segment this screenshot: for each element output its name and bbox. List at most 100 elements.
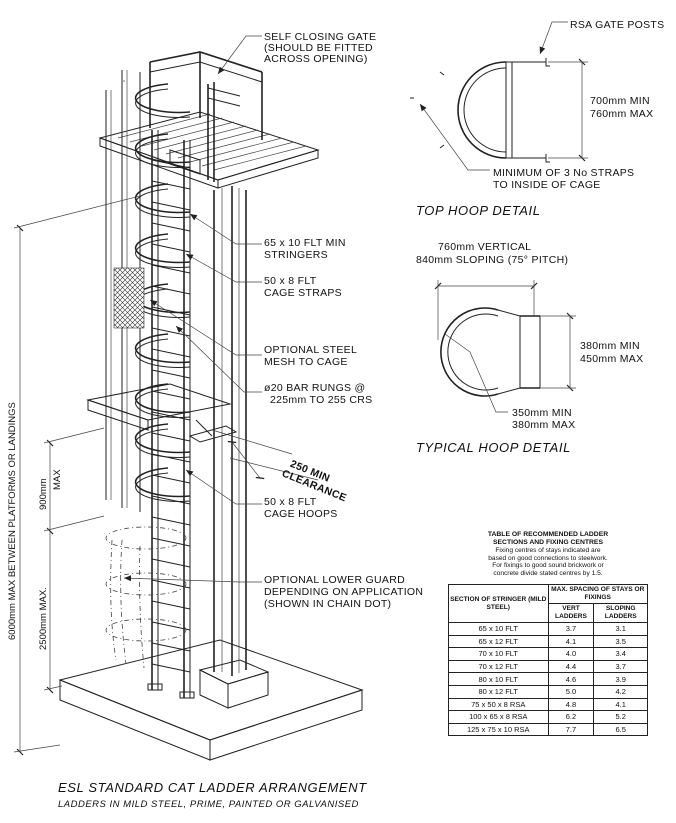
typical-hoop-detail xyxy=(434,280,576,413)
main-subtitle: LADDERS IN MILD STEEL, PRIME, PAINTED OR… xyxy=(58,799,359,810)
table-note-line3: For fixings to good sound brickwork or xyxy=(492,562,604,570)
cell-slope: 5.2 xyxy=(593,710,648,724)
dim-6000-label: 6000mm MAX BETWEEN PLATFORMS OR LANDINGS xyxy=(7,402,18,640)
callout-stringers: 65 x 10 FLT MIN STRINGERS xyxy=(264,237,346,261)
ladder-rung xyxy=(151,474,191,484)
callout-bar-rungs: ø20 BAR RUNGS @ 225mm TO 255 CRS xyxy=(264,382,372,406)
typical-width-min: 380mm MIN xyxy=(580,340,640,352)
svg-text:ø20 BAR RUNGS @: ø20 BAR RUNGS @ xyxy=(264,382,366,394)
ladder-rung xyxy=(151,264,191,274)
cage-hoop xyxy=(135,188,191,218)
dim-900-label: 900mm xyxy=(38,478,49,510)
svg-text:DEPENDING ON APPLICATION: DEPENDING ON APPLICATION xyxy=(264,586,423,598)
col-section-header: SECTION OF STRINGER (MILD STEEL) xyxy=(448,584,549,623)
svg-text:50 x 8 FLT: 50 x 8 FLT xyxy=(264,275,317,287)
top-hoop-detail-title: TOP HOOP DETAIL xyxy=(416,203,541,218)
typical-radius-min: 350mm MIN xyxy=(512,407,572,419)
ladder-rung xyxy=(151,495,191,505)
cell-vert: 5.0 xyxy=(547,684,595,699)
cage-hoop xyxy=(134,467,191,498)
svg-text:CAGE STRAPS: CAGE STRAPS xyxy=(264,287,342,299)
table-title-line1: TABLE OF RECOMMENDED LADDER xyxy=(487,531,609,538)
cell-section: 125 x 75 x 10 RSA xyxy=(448,722,549,737)
callout-lower-guard: OPTIONAL LOWER GUARD DEPENDING ON APPLIC… xyxy=(264,574,423,610)
support-column xyxy=(213,186,247,676)
svg-text:65 x 10 FLT MIN: 65 x 10 FLT MIN xyxy=(264,237,346,249)
cell-slope: 3.5 xyxy=(593,634,648,649)
table-note-line4: concrete divide stated centres by 1.5. xyxy=(493,569,603,577)
top-platform xyxy=(98,111,320,189)
svg-text:(SHOULD BE FITTED: (SHOULD BE FITTED xyxy=(264,42,373,54)
ladder-rung xyxy=(151,306,191,316)
cell-vert: 4.4 xyxy=(547,659,595,674)
ladder-rung xyxy=(151,516,191,526)
dim-2500-label: 2500mm MAX. xyxy=(38,587,49,650)
cell-slope: 4.2 xyxy=(593,684,648,699)
cage-hoop xyxy=(135,88,191,118)
table-title: TABLE OF RECOMMENDED LADDER SECTIONS AND… xyxy=(448,531,648,546)
cage-hoop xyxy=(135,428,191,458)
svg-text:STRINGERS: STRINGERS xyxy=(264,249,328,261)
leader-lines xyxy=(123,35,262,583)
cage-hoop xyxy=(135,338,191,368)
cage-hoop xyxy=(135,238,191,268)
svg-text:ACROSS OPENING): ACROSS OPENING) xyxy=(264,53,368,65)
main-title: ESL STANDARD CAT LADDER ARRANGEMENT xyxy=(58,780,367,795)
callout-cage-straps: 50 x 8 FLT CAGE STRAPS xyxy=(264,275,342,299)
ladder-rung xyxy=(151,201,191,211)
typical-sloping-label: 840mm SLOPING (75° PITCH) xyxy=(416,254,568,266)
cell-vert: 4.0 xyxy=(547,647,595,661)
cell-section: 70 x 10 FLT xyxy=(448,647,549,661)
svg-text:SELF CLOSING GATE: SELF CLOSING GATE xyxy=(264,31,376,43)
table-note: Fixing centres of stays indicated are ba… xyxy=(448,547,648,577)
ladder-rung xyxy=(151,180,191,190)
cell-vert: 4.6 xyxy=(547,672,595,686)
cell-vert: 3.7 xyxy=(547,622,595,636)
cage-hoop xyxy=(134,333,191,364)
typical-width-max: 450mm MAX xyxy=(580,353,643,365)
cell-section: 65 x 12 FLT xyxy=(448,634,549,649)
ladder-rung xyxy=(151,327,191,337)
svg-text:OPTIONAL LOWER GUARD: OPTIONAL LOWER GUARD xyxy=(264,574,405,586)
cage-hoop xyxy=(134,133,191,164)
cage-hoop xyxy=(134,423,191,454)
steel-mesh-patch xyxy=(113,267,145,329)
cage-hoop xyxy=(134,233,191,264)
cell-section: 70 x 12 FLT xyxy=(448,659,549,674)
cell-vert: 4.1 xyxy=(547,634,595,649)
table-note-line1: Fixing centres of stays indicated are xyxy=(495,547,601,554)
cell-slope: 3.4 xyxy=(593,647,648,661)
typical-hoop-detail-title: TYPICAL HOOP DETAIL xyxy=(416,440,571,455)
top-hoop-width-max: 760mm MAX xyxy=(590,108,653,120)
callout-cage-hoops: 50 x 8 FLT CAGE HOOPS xyxy=(264,496,338,520)
ladder-rungs xyxy=(151,159,191,673)
svg-text:CAGE HOOPS: CAGE HOOPS xyxy=(264,508,338,520)
ladder-rung xyxy=(151,558,191,568)
ladder-sections-table: SECTION OF STRINGER (MILD STEEL) MAX. SP… xyxy=(448,584,648,737)
ladder-rung xyxy=(151,222,191,232)
cell-slope: 3.7 xyxy=(593,659,648,674)
svg-text:OPTIONAL STEEL: OPTIONAL STEEL xyxy=(264,344,357,356)
col-group-header: MAX. SPACING OF STAYS OR FIXINGS xyxy=(547,584,648,604)
ladder-rung xyxy=(151,348,191,358)
typical-radius-max: 380mm MAX xyxy=(512,419,575,431)
handrails xyxy=(149,51,263,182)
callout-self-closing-gate: SELF CLOSING GATE (SHOULD BE FITTED ACRO… xyxy=(264,31,376,65)
straps-note-line2: TO INSIDE OF CAGE xyxy=(493,179,601,191)
cell-section: 80 x 10 FLT xyxy=(448,672,549,686)
clearance-dimension xyxy=(211,429,319,481)
ladder-rung xyxy=(151,579,191,589)
left-dimension-lines xyxy=(13,195,141,756)
cell-section: 75 x 50 x 8 RSA xyxy=(448,697,549,712)
top-hoop-detail xyxy=(410,21,588,171)
